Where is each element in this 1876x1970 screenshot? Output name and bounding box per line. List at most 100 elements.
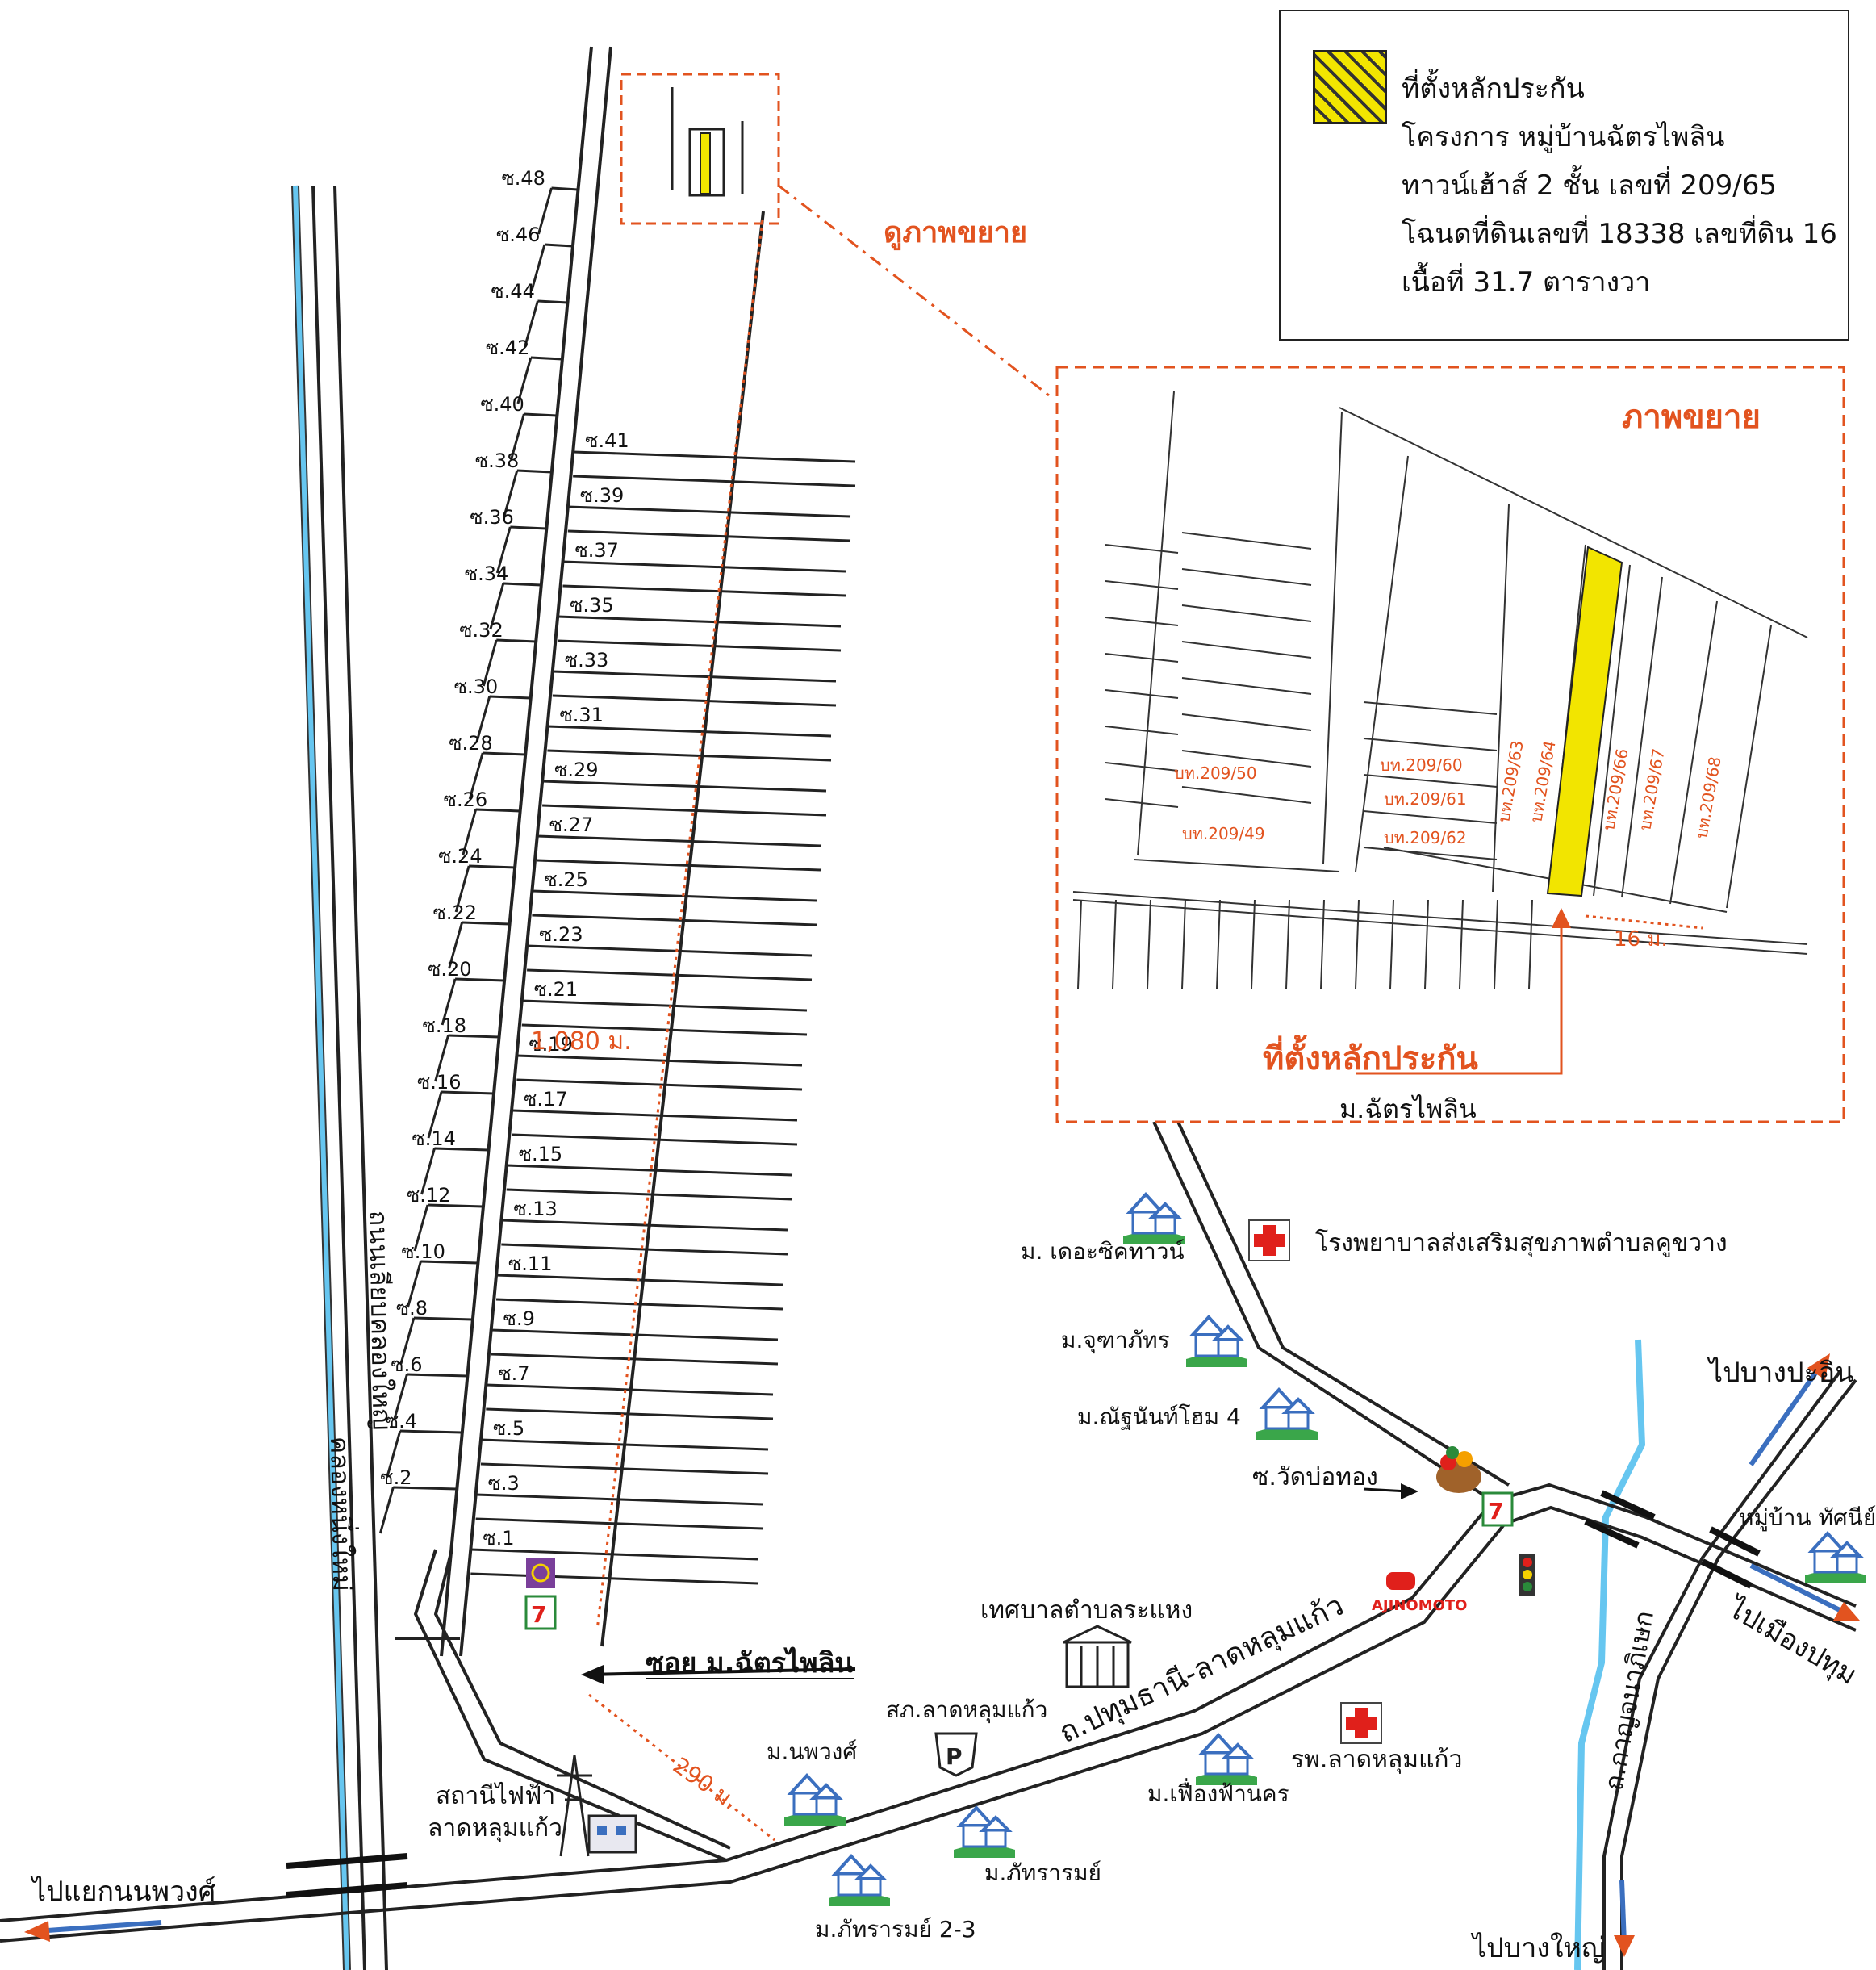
power-station-label: สถานีไฟฟ้า — [436, 1781, 555, 1810]
parcel-line — [1105, 762, 1179, 772]
inset-title: ภาพขยาย — [1622, 399, 1761, 436]
parcel-line — [1181, 899, 1186, 989]
house-icon — [1196, 1733, 1257, 1785]
soi-line — [506, 1164, 793, 1177]
soi-line — [537, 299, 568, 304]
parcel-line — [1105, 798, 1179, 808]
soi-line — [482, 639, 498, 687]
soi-line — [489, 583, 505, 630]
traffic-light-icon — [1519, 1554, 1535, 1596]
soi-label: ซ.4 — [386, 1410, 417, 1433]
parcel-line — [1105, 617, 1179, 626]
inset-collateral-plot — [1546, 546, 1623, 897]
village-east-road — [600, 211, 765, 1647]
parcel-line — [1494, 899, 1498, 989]
parcel-line — [1424, 899, 1429, 989]
soi-line — [480, 1438, 769, 1451]
soi-line — [393, 1486, 458, 1491]
arrow-head-icon — [1401, 1483, 1418, 1499]
house-icon — [1186, 1315, 1247, 1367]
soi-line — [516, 357, 533, 404]
soi-label: ซ.36 — [470, 506, 513, 529]
soi-line — [521, 999, 808, 1012]
parcel-line — [1112, 899, 1117, 989]
to-nonphong-label: ไปแยกนนพวงศ์ — [30, 1876, 216, 1908]
parcel-line — [1105, 726, 1179, 735]
parcel-line — [1363, 774, 1498, 788]
parcel-line — [1251, 899, 1256, 989]
soi-line — [495, 526, 512, 574]
soi-line — [530, 244, 546, 291]
parcel-line — [1181, 750, 1312, 768]
soi-line — [434, 1147, 489, 1152]
soi-line — [551, 186, 579, 191]
soi-label: ซ.48 — [501, 167, 545, 190]
soi-line — [434, 1035, 449, 1082]
soi-label: ซ.2 — [380, 1466, 412, 1489]
soi-line — [407, 1373, 468, 1378]
soi-line — [496, 638, 537, 643]
soi-label: ซ.29 — [554, 759, 598, 781]
soi-line — [510, 525, 547, 530]
soi-line — [521, 1023, 808, 1036]
inset-house-label: บท.209/61 — [1384, 789, 1467, 809]
svg-text:7: 7 — [531, 1601, 546, 1628]
soi-line — [470, 1572, 759, 1585]
soi-label: ซ.27 — [549, 814, 593, 836]
soi-line — [462, 921, 510, 926]
soi-line — [413, 1204, 429, 1252]
soi-wat-label: ซ.วัดบ่อทอง — [1252, 1463, 1378, 1491]
parcel-line — [1459, 899, 1464, 989]
legend-box: ที่ตั้งหลักประกัน โครงการ หมู่บ้านฉัตรไพ… — [1279, 10, 1849, 341]
soi-label: ซ.11 — [508, 1253, 552, 1275]
soi-line — [509, 413, 525, 461]
m-phuang-label: ม.เฟื่องฟ้านคร — [1147, 1778, 1289, 1807]
soi-line — [523, 300, 539, 348]
parcel-line — [1147, 899, 1151, 989]
parcel-line — [1355, 899, 1360, 989]
canal-label: คลองหนึ่งใหม่ — [324, 1436, 360, 1591]
svg-text:P: P — [946, 1743, 963, 1770]
collateral-swatch — [1313, 50, 1387, 124]
soi-line — [454, 865, 470, 913]
parcel-line — [1181, 713, 1312, 731]
soi-line — [448, 922, 464, 969]
soi-label: ซ.8 — [396, 1297, 428, 1320]
parcel-line — [1181, 786, 1312, 804]
canal-left — [291, 185, 351, 1970]
soi-line — [530, 356, 562, 361]
soi-line — [489, 695, 531, 700]
soi-label: ซ.38 — [475, 450, 519, 472]
parcel-line — [1363, 738, 1498, 751]
soi-line — [475, 696, 491, 743]
house-icon — [1256, 1387, 1318, 1440]
soi-line — [392, 1374, 408, 1421]
soi-label: ซ.34 — [465, 563, 508, 585]
house-icon — [829, 1854, 890, 1906]
left-soi-labels: ซ.48ซ.46ซ.44ซ.42ซ.40ซ.38ซ.36ซ.34ซ.32ซ.30… — [380, 167, 545, 1489]
soi-line — [495, 1274, 783, 1286]
soi-line — [537, 834, 822, 847]
parcel-line — [1181, 641, 1312, 659]
soi-line — [527, 968, 813, 981]
view-enlarged-label: ดูภาพขยาย — [884, 216, 1027, 251]
m-pattharam23-label: ม.ภัทรารมย์ 2-3 — [815, 1916, 976, 1943]
soi-line — [547, 725, 832, 738]
soi-label: ซ.5 — [493, 1417, 524, 1440]
house-icon — [1123, 1192, 1185, 1244]
soi-label: ซ.15 — [519, 1143, 562, 1165]
soi-line — [441, 978, 457, 1026]
soi-label: ซ.31 — [559, 704, 603, 726]
dist-290-line — [588, 1693, 775, 1842]
soi-line — [399, 1317, 416, 1365]
soi-label: ซ.26 — [444, 788, 487, 811]
soi-line — [491, 1353, 779, 1366]
soi-line — [503, 470, 519, 517]
parcel-line — [1216, 899, 1221, 989]
soi-line — [483, 751, 526, 756]
direction-arrows — [24, 1353, 1860, 1957]
soi-line — [441, 1090, 495, 1095]
soi-line — [399, 1429, 462, 1434]
soi-line — [524, 412, 558, 417]
